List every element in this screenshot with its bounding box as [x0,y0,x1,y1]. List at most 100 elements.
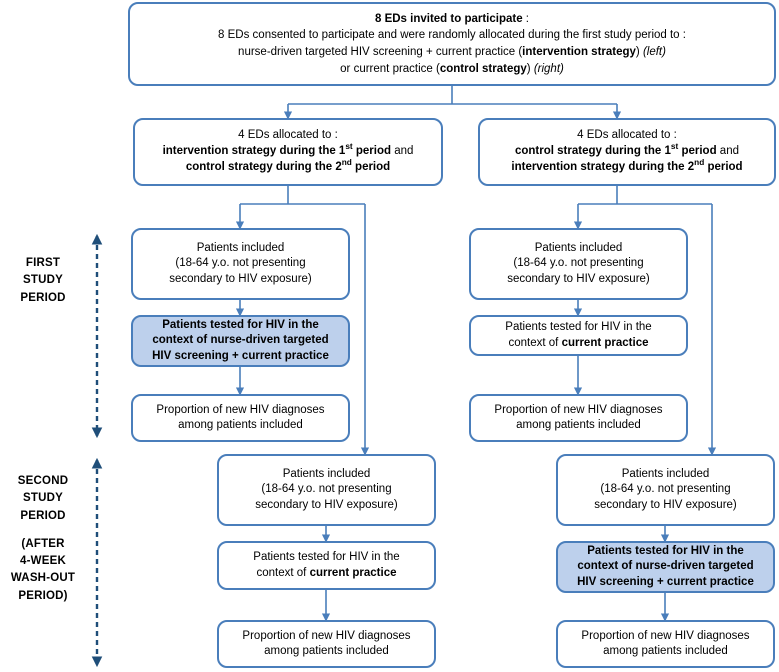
text-segment: Proportion of new HIV diagnoses [581,629,750,642]
text-segment: and [391,145,414,158]
text-line: secondary to HIV exposure) [226,498,427,513]
text-segment: period [704,160,743,173]
text-segment: HIV screening + current practice [152,349,329,362]
text-line: 4 EDs allocated to : [142,128,434,144]
text-segment: (18-64 y.o. not presenting [175,257,306,270]
text-line: SECOND [17,475,69,487]
text-segment: Patients tested for HIV in the [505,321,652,334]
text-segment: nd [341,158,352,168]
text-line: WASH-OUT [10,572,76,585]
text-segment: HIV screening + current practice [577,575,754,588]
text-line: (18-64 y.o. not presenting [226,482,427,497]
node-second-period-right-outcome: Proportion of new HIV diagnoses among pat… [556,620,775,668]
text-line: control strategy during the 2nd period [142,158,434,176]
text-line: control strategy during the 1st period a… [487,143,767,160]
text-line: Patients included [478,241,679,256]
text-line: (18-64 y.o. not presenting [565,482,766,497]
text-line: PERIOD [20,509,66,522]
text-segment: context of [508,336,562,349]
text-line: secondary to HIV exposure) [140,272,341,287]
text-line: or current practice (control strategy) (… [137,61,767,78]
text-line: HIV screening + current practice [140,349,341,364]
text-segment: Patients included [196,242,285,255]
text-segment: intervention strategy during the 2 [511,160,695,173]
text-segment: context of [256,566,310,579]
text-segment: intervention strategy [522,46,636,58]
node-first-period-left-outcome: Proportion of new HIV diagnoses among pat… [131,394,350,442]
text-segment: period [351,160,391,173]
text-segment: Patients tested for HIV in the [253,551,400,564]
node-second-period-right-tested: Patients tested for HIV in the context of… [556,541,775,593]
text-line: PERIOD [20,291,66,304]
text-segment: nd [694,158,705,168]
text-segment: or current practice ( [340,62,440,75]
text-line: Patients included [226,467,427,482]
text-line: secondary to HIV exposure) [478,272,679,287]
text-segment: Patients included [282,468,371,481]
text-line: intervention strategy during the 1st per… [142,143,434,160]
text-segment: Proportion of new HIV diagnoses [242,629,411,642]
node-second-period-left-included: Patients included (18-64 y.o. not present… [217,454,436,526]
node-second-period-left-tested: Patients tested for HIV in the context of… [217,541,436,590]
text-segment: Patients included [534,242,623,255]
text-segment: Proportion of new HIV diagnoses [494,403,663,416]
text-segment: control strategy during the 2 [185,160,342,173]
text-segment: intervention strategy during the 1 [162,145,346,158]
text-line: Patients included [565,467,766,482]
text-segment: and [716,145,739,158]
text-segment: Patients included [621,468,710,481]
text-segment: current practice [561,336,649,349]
node-first-period-left-tested: Patients tested for HIV in the context of… [131,315,350,367]
node-second-period-right-included: Patients included(18-64 y.o. not present… [556,454,775,526]
text-line: FIRST [25,257,61,269]
text-line: secondary to HIV exposure) [565,498,766,513]
text-segment: among patients included [516,419,641,431]
allocation-right: 4 EDs allocated to :control strategy dur… [478,118,776,186]
text-segment: secondary to HIV exposure) [169,272,312,285]
enrollment-banner: 8 EDs invited to participate :8 EDs cons… [128,2,776,86]
text-line: Patients tested for HIV in the [140,318,341,333]
text-line: HIV screening + current practice [565,575,766,590]
text-segment: 8 EDs consented to participate and were … [218,29,686,42]
text-line: Patients included [140,241,341,256]
text-segment: Proportion of new HIV diagnoses [156,403,325,416]
text-line: Patients tested for HIV in the [565,544,766,559]
text-line: Proportion of new HIV diagnoses [478,403,679,418]
text-segment: ) [635,46,643,58]
text-segment: context of nurse-driven targeted [152,334,329,347]
first-study-period-label: FIRST STUDY PERIOD [4,255,82,307]
node-first-period-right-tested: Patients tested for HIV in the context of… [469,315,688,356]
text-segment: (18-64 y.o. not presenting [513,257,644,270]
text-segment: control strategy [439,62,527,75]
text-line: among patients included [565,644,766,659]
text-line: intervention strategy during the 2nd per… [487,158,767,176]
text-segment: secondary to HIV exposure) [594,498,737,511]
text-line: 4-WEEK [20,555,66,567]
node-first-period-right-outcome: Proportion of new HIV diagnoses among pat… [469,394,688,442]
text-line: (18-64 y.o. not presenting [140,256,341,271]
text-segment: ) [526,62,534,75]
text-segment: Patients tested for HIV in the [162,319,319,332]
text-line: 8 EDs invited to participate : [137,11,767,28]
text-segment: (18-64 y.o. not presenting [261,483,392,496]
text-line: 8 EDs consented to participate and were … [137,27,767,44]
text-segment: nurse-driven targeted HIV screening + cu… [238,46,523,58]
text-line: among patients included [140,418,341,433]
text-segment: context of nurse-driven targeted [577,560,754,573]
text-segment: 8 EDs invited to participate [374,12,523,25]
text-line: nurse-driven targeted HIV screening + cu… [137,44,767,61]
text-segment: Patients tested for HIV in the [587,545,744,558]
text-line: Proportion of new HIV diagnoses [226,629,427,644]
text-segment: period [678,145,717,158]
text-line: Patients tested for HIV in the [478,320,679,335]
text-segment: secondary to HIV exposure) [255,498,398,511]
text-line: Patients tested for HIV in the [226,550,427,565]
text-line: STUDY [23,274,63,287]
text-segment: current practice [309,566,397,579]
node-first-period-right-included: Patients included (18-64 y.o. not present… [469,228,688,300]
text-line: Proportion of new HIV diagnoses [140,403,341,418]
text-line: context of current practice [478,336,679,351]
text-line: STUDY [23,492,63,505]
